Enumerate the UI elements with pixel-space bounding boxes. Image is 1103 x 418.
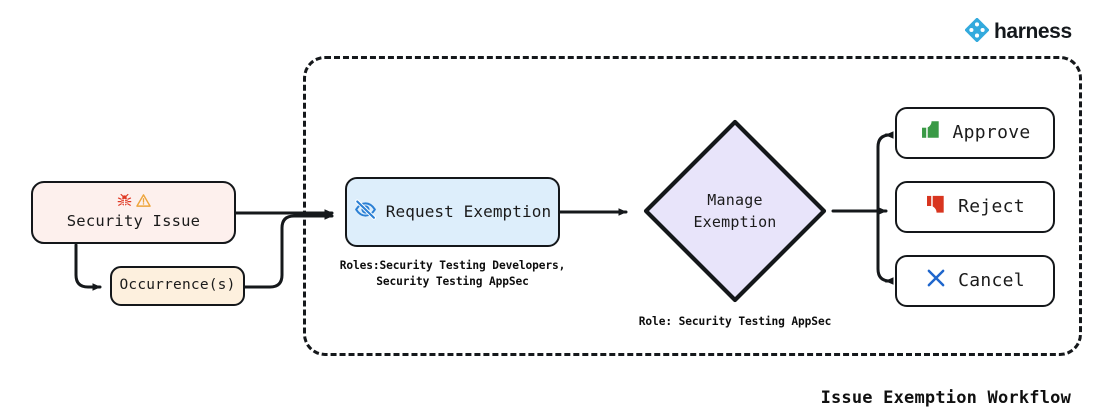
request-exemption-roles-caption: Roles:Security Testing Developers, Secur… [330, 258, 575, 290]
action-reject-label: Reject [958, 195, 1025, 217]
action-approve-label: Approve [952, 121, 1031, 143]
action-cancel-button[interactable]: Cancel [895, 255, 1055, 307]
security-issue-icons [117, 193, 151, 210]
action-approve-button[interactable]: Approve [895, 107, 1055, 159]
manage-line-2: Exemption [693, 213, 777, 231]
manage-line-1: Manage [707, 190, 763, 209]
diagram-title: Issue Exemption Workflow [820, 388, 1071, 408]
node-security-issue[interactable]: Security Issue [31, 181, 236, 244]
edge-security-to-occurrences [74, 243, 102, 291]
node-manage-exemption[interactable]: Manage Exemption [637, 113, 833, 309]
node-occurrences[interactable]: Occurrence(s) [110, 266, 245, 306]
eye-slash-icon [354, 198, 377, 227]
thumbs-up-icon [920, 119, 942, 147]
request-exemption-label: Request Exemption [385, 202, 552, 222]
manage-exemption-role-caption: Role: Security Testing AppSec [638, 315, 832, 328]
roles-line-2: Security Testing AppSec [376, 275, 529, 289]
security-issue-label: Security Issue [66, 212, 201, 231]
workflow-boundary [303, 56, 1082, 356]
warning-triangle-icon [135, 193, 151, 211]
cross-x-icon [925, 267, 947, 295]
harness-wordmark: harness [994, 20, 1072, 43]
bug-icon [117, 193, 132, 211]
harness-logo: harness [964, 17, 1072, 46]
action-reject-button[interactable]: Reject [895, 181, 1055, 233]
harness-diamond-logo-icon [964, 17, 990, 46]
node-request-exemption[interactable]: Request Exemption [345, 177, 560, 247]
diamond-shape [643, 119, 827, 303]
manage-exemption-label: Manage Exemption [637, 113, 833, 309]
thumbs-down-icon [925, 193, 947, 221]
action-cancel-label: Cancel [958, 269, 1025, 291]
roles-line-1: Roles:Security Testing Developers, [339, 259, 566, 272]
occurrences-label: Occurrence(s) [119, 277, 236, 294]
